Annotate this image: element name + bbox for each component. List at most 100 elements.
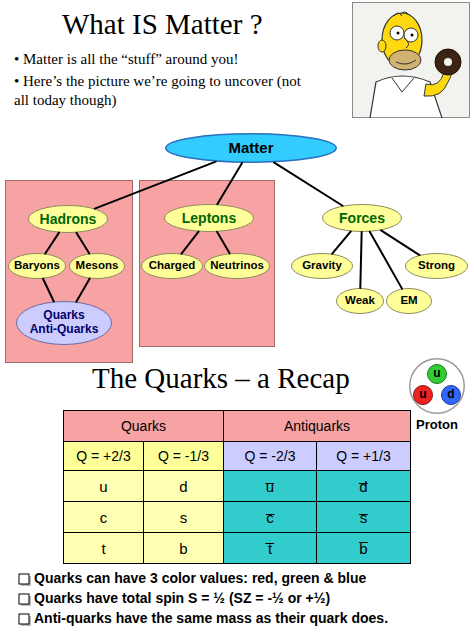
table-cell: d xyxy=(143,470,224,502)
node-label: Forces xyxy=(339,210,385,226)
leaf-ellipse: EM xyxy=(386,288,432,314)
leaf-ellipse-shape xyxy=(142,254,203,279)
table-cell: Q = -2/3 xyxy=(223,441,317,471)
group-box-shape xyxy=(6,181,133,363)
homer-hair xyxy=(394,12,409,16)
homer-nose xyxy=(404,38,409,48)
table-cell: d̅ xyxy=(316,470,411,502)
checkbox xyxy=(19,594,29,604)
antiquark-cell: b̅ xyxy=(359,540,367,557)
homer-eye xyxy=(390,26,404,40)
donut xyxy=(435,49,461,75)
node-text: Charged xyxy=(141,253,203,279)
group-box-shape xyxy=(140,181,275,347)
table-cell: t̅ xyxy=(223,532,317,564)
homer-mouth xyxy=(396,60,416,64)
picture-frame xyxy=(353,3,470,118)
node-label: Matter xyxy=(228,139,273,156)
node-label: Weak xyxy=(345,294,375,307)
quark-ball: u xyxy=(427,364,447,384)
quark-ellipse-shape xyxy=(17,302,112,345)
leaf-ellipse-shape xyxy=(70,254,125,279)
table-cell: b̅ xyxy=(316,532,411,564)
node-text: Weak xyxy=(336,288,384,314)
table-cell: s xyxy=(143,501,224,533)
antiquark-cell: c̅ xyxy=(266,509,274,526)
quark-cell: t xyxy=(101,540,105,557)
node-text: Hadrons xyxy=(28,205,108,233)
node-text: Forces xyxy=(322,204,402,232)
leaf-ellipse-shape xyxy=(9,254,66,279)
node-label: Hadrons xyxy=(40,211,97,227)
node-label: Leptons xyxy=(182,210,236,226)
leaf-ellipse: Neutrinos xyxy=(204,253,270,279)
group-box: HadronsBaryons MesonsQuarks Anti-Quarks xyxy=(5,180,133,363)
charge-cell: Q = -1/3 xyxy=(158,448,209,464)
table-cell: Quarks xyxy=(63,410,224,442)
antiquark-cell: d̅ xyxy=(359,478,367,495)
node-text: Leptons xyxy=(164,204,254,232)
table-cell: s̅ xyxy=(316,501,411,533)
bullet-note: • Matter is all the “stuff” around you! xyxy=(14,51,239,68)
donut-hole xyxy=(444,58,452,66)
node-label: Neutrinos xyxy=(210,259,264,272)
category-ellipse-shape xyxy=(29,206,108,233)
quark-ball-shape xyxy=(442,386,461,405)
node-label: u xyxy=(433,367,440,381)
leaf-ellipse-shape xyxy=(205,254,270,279)
node-text: Quarks Anti-Quarks xyxy=(16,301,112,345)
leaf-ellipse: Gravity xyxy=(291,253,353,279)
table-cell: Q = +1/3 xyxy=(316,441,411,471)
homer-pupil xyxy=(411,34,414,37)
connector-line xyxy=(274,162,343,205)
quark-cell: s xyxy=(180,509,188,526)
bullet-note: Quarks can have 3 color values: red, gre… xyxy=(34,570,366,586)
bullet-note: Anti-quarks have the same mass as their … xyxy=(34,610,388,626)
homer-illustration xyxy=(352,2,470,118)
checkbox xyxy=(19,614,29,624)
table-cell: Q = +2/3 xyxy=(63,441,144,471)
table-cell: t xyxy=(63,532,144,564)
quark-ellipse: Quarks Anti-Quarks xyxy=(16,301,112,345)
leaf-ellipse-shape xyxy=(387,289,432,314)
leaf-ellipse: Strong xyxy=(405,253,468,279)
node-text: Matter xyxy=(165,133,337,163)
antiquark-cell: s̅ xyxy=(360,509,368,526)
category-ellipse: Leptons xyxy=(164,204,254,232)
node-label: Mesons xyxy=(76,259,119,272)
node-text: u xyxy=(413,385,433,405)
leaf-ellipse: Weak xyxy=(336,288,384,314)
node-text: u xyxy=(427,364,447,384)
homer-beard xyxy=(389,50,421,70)
node-label: d xyxy=(447,388,454,402)
table-header: Quarks xyxy=(121,418,166,434)
homer-ear xyxy=(378,40,386,52)
quark-ball-shape xyxy=(428,365,447,384)
table-cell: Q = -1/3 xyxy=(143,441,224,471)
quark-ball: d xyxy=(441,385,461,405)
leaf-ellipse-shape xyxy=(292,254,353,279)
root-ellipse-shape xyxy=(166,134,337,163)
leaf-ellipse-shape xyxy=(337,289,384,314)
root-ellipse: Matter xyxy=(165,133,337,163)
table-cell: b xyxy=(143,532,224,564)
connector-line xyxy=(332,231,351,253)
category-ellipse: Hadrons xyxy=(28,205,108,233)
leaf-ellipse: Baryons xyxy=(8,253,66,279)
homer-shirt xyxy=(370,76,442,118)
bullet-note: • Here’s the picture we’re going to unco… xyxy=(14,72,314,110)
charge-cell: Q = +1/3 xyxy=(336,448,390,464)
page-title: What IS Matter ? xyxy=(62,8,263,41)
quark-cell: c xyxy=(100,509,108,526)
node-label: EM xyxy=(400,294,417,307)
group-box: LeptonsCharged Neutrinos xyxy=(139,180,275,347)
node-text: Mesons xyxy=(69,253,125,279)
category-ellipse-shape xyxy=(323,205,402,232)
table-cell: u̅ xyxy=(223,470,317,502)
quark-ball-shape xyxy=(414,386,433,405)
node-text: Neutrinos xyxy=(204,253,270,279)
node-text: Strong xyxy=(405,253,468,279)
table-cell: c xyxy=(63,501,144,533)
table-cell: c̅ xyxy=(223,501,317,533)
node-label: Charged xyxy=(149,259,196,272)
